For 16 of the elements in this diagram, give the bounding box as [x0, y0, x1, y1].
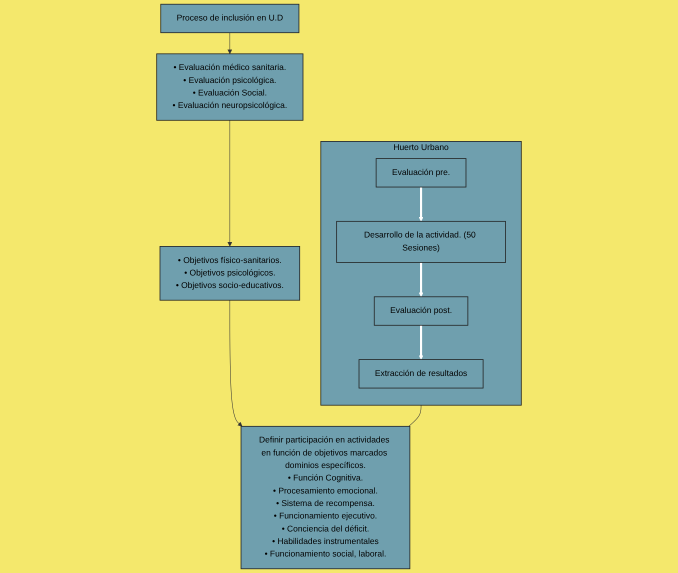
node-box	[156, 53, 304, 121]
arrow	[230, 300, 242, 427]
node-box	[240, 426, 410, 570]
node-box	[376, 158, 466, 188]
arrow	[228, 120, 232, 247]
cluster	[320, 141, 522, 406]
connector	[408, 404, 422, 427]
arrow	[228, 32, 232, 54]
arrow	[418, 325, 424, 360]
arrow	[418, 262, 424, 297]
arrow	[418, 187, 424, 222]
node-box	[160, 4, 300, 34]
node-box	[374, 296, 468, 326]
node-box	[358, 359, 484, 388]
node-box	[160, 246, 300, 301]
node-box	[336, 220, 506, 263]
